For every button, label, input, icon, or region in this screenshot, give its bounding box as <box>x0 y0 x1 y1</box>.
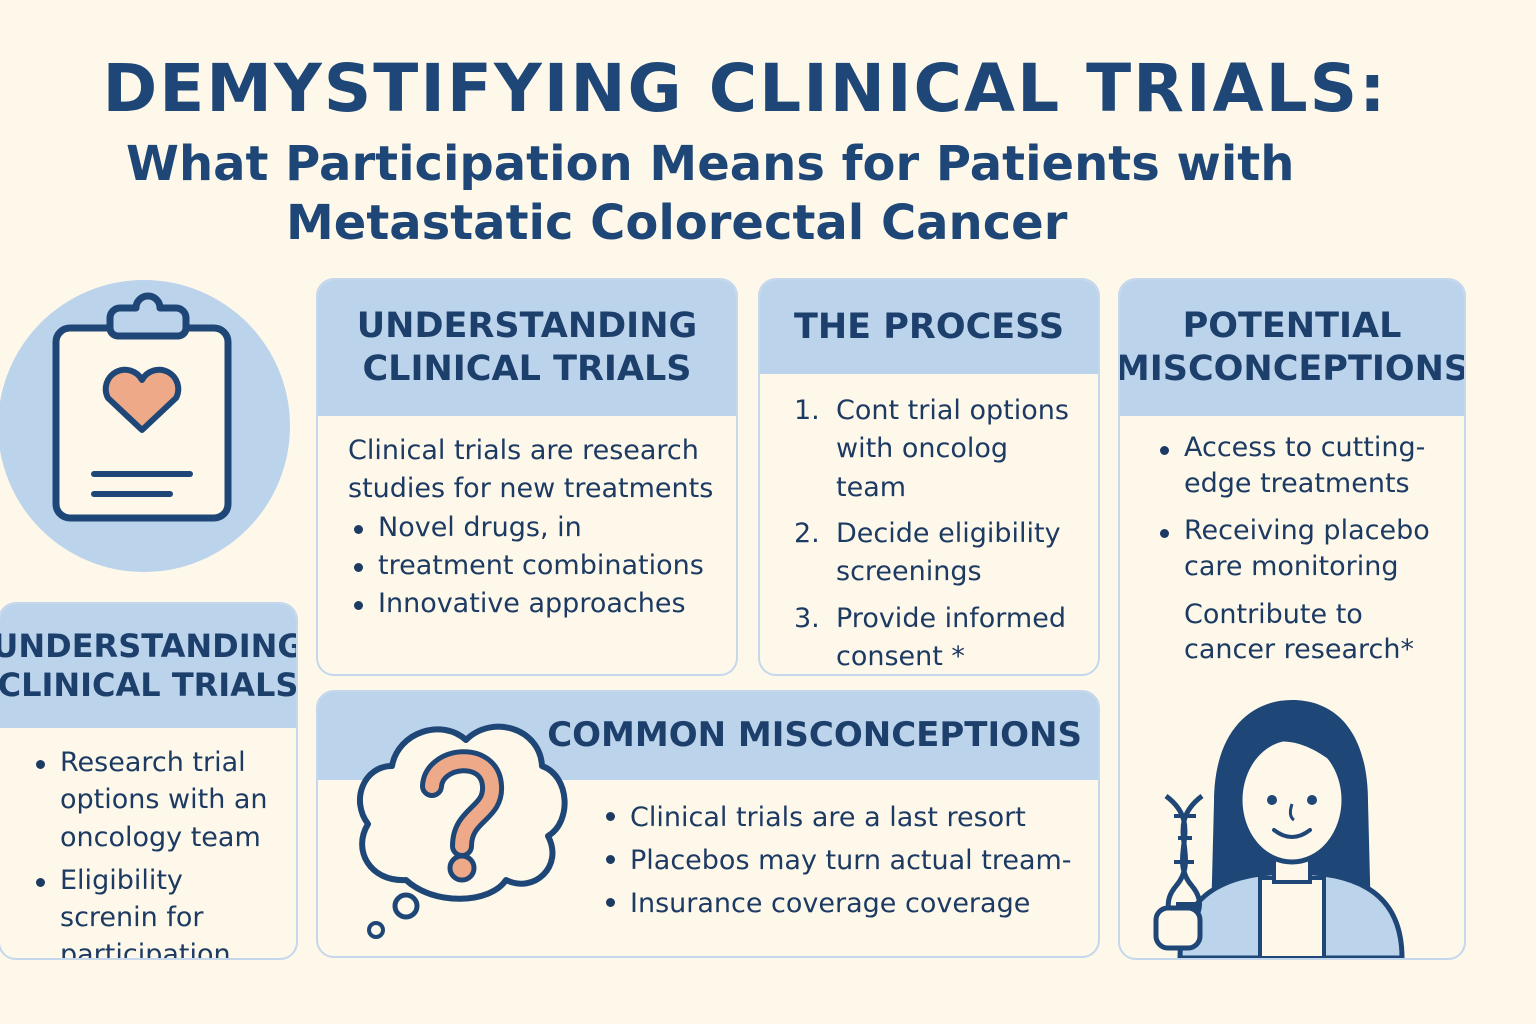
list-item: Receiving placebo care monitoring <box>1154 513 1450 584</box>
person-with-dna-icon <box>1140 692 1420 962</box>
list-item: Insurance coverage coverage <box>600 882 1080 925</box>
step-text: Provide informed consent * <box>836 602 1066 672</box>
list-item: Access to cutting-edge treatments <box>1154 430 1450 501</box>
list-item: Novel drugs, in <box>348 509 718 547</box>
list-item: Placebos may turn actual tream- <box>600 839 1080 882</box>
understanding-trials-side-heading: UNDERSTANDING CLINICAL TRIALS <box>0 604 296 728</box>
step-text: Cont trial options with oncolog team <box>836 395 1069 503</box>
process-step: 1. Cont trial options with oncolog team <box>794 392 1080 507</box>
process-heading: THE PROCESS <box>760 280 1098 374</box>
potential-misconceptions-card: POTENTIAL MISCONCEPTIONS Access to cutti… <box>1118 278 1466 960</box>
step-number: 1. <box>794 395 820 426</box>
step-number: 3. <box>794 602 820 634</box>
list-item: Contribute to cancer research* <box>1184 598 1414 666</box>
page-title: DEMYSTIFYING CLINICAL TRIALS: <box>102 50 1388 127</box>
list-item: Eligibility screnin for participation <box>30 862 288 958</box>
understanding-trials-card: UNDERSTANDING CLINICAL TRIALS Clinical t… <box>316 278 738 676</box>
step-text: Decide eligibility screenings <box>836 517 1061 588</box>
clipboard-heart-icon <box>0 280 290 572</box>
list-item: treatment combinations <box>348 547 718 585</box>
understanding-trials-intro: Clinical trials are research studies for… <box>348 435 714 505</box>
list-item: Research trial options with an oncology … <box>30 744 288 856</box>
potential-misconceptions-heading: POTENTIAL MISCONCEPTIONS <box>1120 280 1464 416</box>
list-item: Clinical trials are a last resort <box>600 796 1080 839</box>
understanding-trials-heading: UNDERSTANDING CLINICAL TRIALS <box>318 280 736 416</box>
process-card: THE PROCESS 1. Cont trial options with on… <box>758 278 1100 676</box>
page-subtitle-line-1: What Participation Means for Patients wi… <box>126 136 1295 192</box>
process-step: 2. Decide eligibility screenings <box>794 515 1080 592</box>
process-step: 3. Provide informed consent * <box>794 600 1080 674</box>
page-subtitle-line-2: Metastatic Colorectal Cancer <box>286 195 1068 251</box>
understanding-trials-side-card: UNDERSTANDING CLINICAL TRIALS Research t… <box>0 602 298 960</box>
question-bubble-icon <box>350 710 570 954</box>
list-item: Innovative approaches <box>348 585 718 623</box>
step-number: 2. <box>794 517 820 549</box>
